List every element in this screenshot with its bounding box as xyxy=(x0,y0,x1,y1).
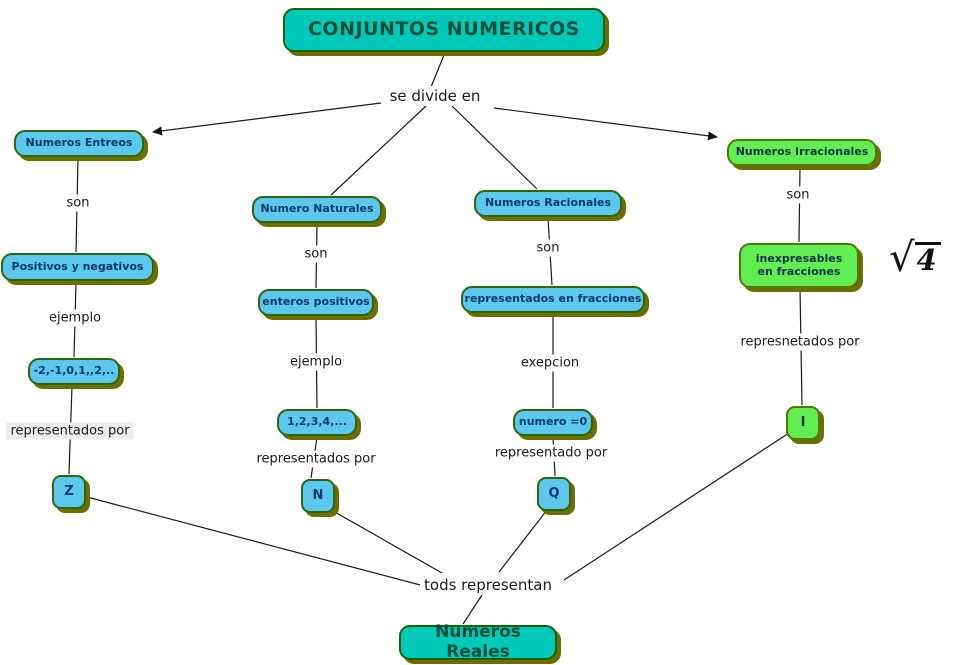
link-se-divide-en[interactable]: se divide en xyxy=(385,86,485,106)
link-son-racionales[interactable]: son xyxy=(532,239,564,257)
concept-simbolo-q[interactable]: Q xyxy=(537,477,571,511)
concept-ejemplo-naturales-lista[interactable]: 1,2,3,4,... xyxy=(277,409,357,436)
concept-numero-cero[interactable]: numero =0 xyxy=(513,409,593,436)
concept-ejemplo-enteros-lista[interactable]: -2,-1,0,1,,2,.. xyxy=(28,358,120,385)
link-exepcion[interactable]: exepcion xyxy=(516,354,584,372)
link-representados-por-enteros[interactable]: representados por xyxy=(6,422,134,440)
sqrt-4-annotation[interactable]: √ 4 xyxy=(889,235,941,281)
link-tods-representan[interactable]: tods representan xyxy=(420,575,556,595)
concept-numeros-reales[interactable]: Numeros Reales xyxy=(399,622,557,661)
concept-numeros-racionales[interactable]: Numeros Racionales xyxy=(474,190,622,217)
concept-positivos-y-negativos[interactable]: Positivos y negativos xyxy=(1,253,154,281)
link-son-irracionales[interactable]: son xyxy=(782,186,814,204)
radical-sign: √ xyxy=(889,235,915,281)
concept-numeros-irracionales[interactable]: Numeros Irracionales xyxy=(727,139,877,166)
concept-representados-en-fracciones[interactable]: representados en fracciones xyxy=(461,286,645,313)
link-representado-por-racionales[interactable]: representado por xyxy=(490,444,612,462)
link-son-enteros[interactable]: son xyxy=(62,194,94,212)
concept-conjuntos-numericos[interactable]: CONJUNTOS NUMERICOS xyxy=(283,8,605,52)
link-ejemplo-naturales[interactable]: ejemplo xyxy=(285,353,347,371)
concept-numero-naturales[interactable]: Numero Naturales xyxy=(252,196,382,223)
link-ejemplo-enteros[interactable]: ejemplo xyxy=(44,309,106,327)
concept-enteros-positivos[interactable]: enteros positivos xyxy=(258,289,374,316)
concept-inexpresables-en-fracciones[interactable]: inexpresables en fracciones xyxy=(739,243,859,288)
concept-numeros-entreos[interactable]: Numeros Entreos xyxy=(14,130,144,157)
concept-simbolo-i[interactable]: I xyxy=(786,406,820,440)
link-represnetados-por-irracionales[interactable]: represnetados por xyxy=(736,333,864,351)
concept-simbolo-n[interactable]: N xyxy=(301,479,335,513)
concept-simbolo-z[interactable]: Z xyxy=(52,475,86,509)
link-representados-por-naturales[interactable]: representados por xyxy=(252,450,380,468)
radicand-value: 4 xyxy=(914,242,941,277)
link-son-naturales[interactable]: son xyxy=(300,245,332,263)
